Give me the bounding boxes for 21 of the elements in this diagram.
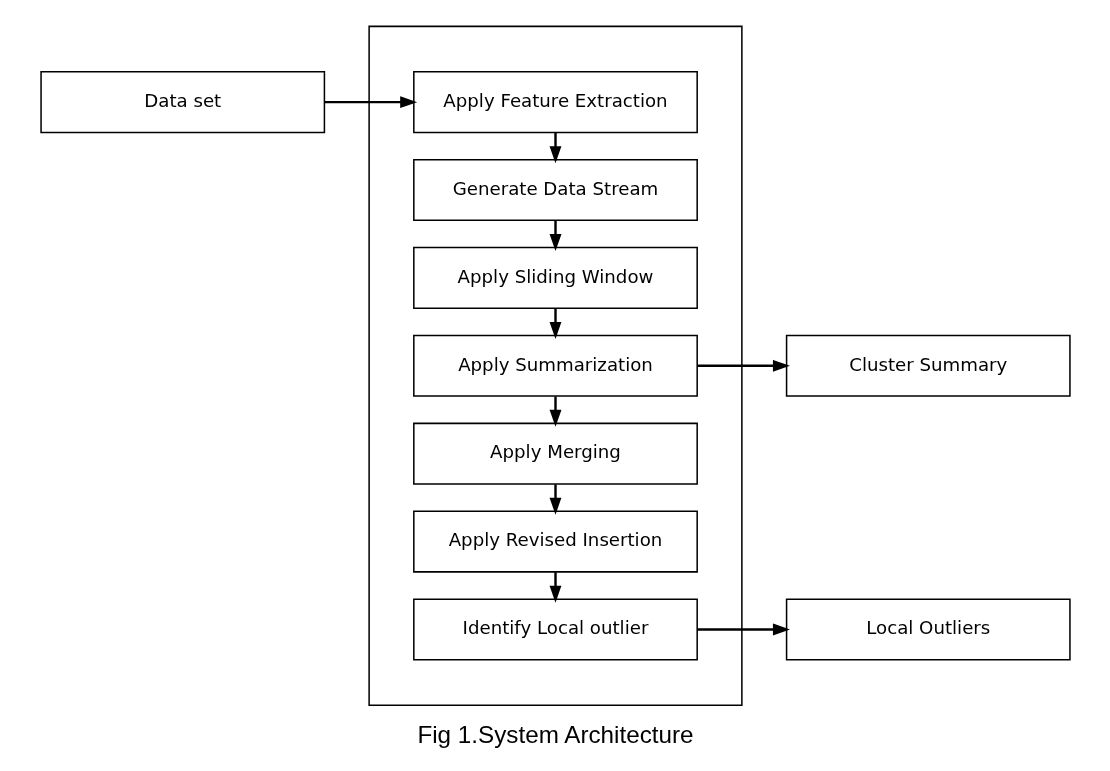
arrow [549, 308, 561, 339]
node-box: Apply Revised Insertion [412, 510, 698, 573]
arrow [696, 623, 790, 636]
node-box: Cluster Summary [785, 334, 1071, 397]
arrow [549, 484, 561, 515]
arrow [549, 572, 561, 603]
node-box: Apply Feature Extraction [412, 71, 698, 134]
node-box: Apply Merging [412, 422, 698, 485]
node-box: Identify Local outlier [412, 598, 698, 661]
node-box: Local Outliers [785, 598, 1071, 661]
node-box: Apply Summarization [412, 334, 698, 397]
node-box: Generate Data Stream [412, 158, 698, 222]
caption: Fig 1.System Architecture [416, 720, 694, 748]
node-box: Data set [39, 71, 325, 134]
node-box: Apply Sliding Window [412, 246, 698, 309]
arrow [549, 220, 561, 252]
arrow [549, 132, 561, 164]
cluster [367, 25, 743, 706]
arrow [696, 359, 790, 372]
arrow [549, 396, 561, 427]
arrow [324, 96, 417, 109]
